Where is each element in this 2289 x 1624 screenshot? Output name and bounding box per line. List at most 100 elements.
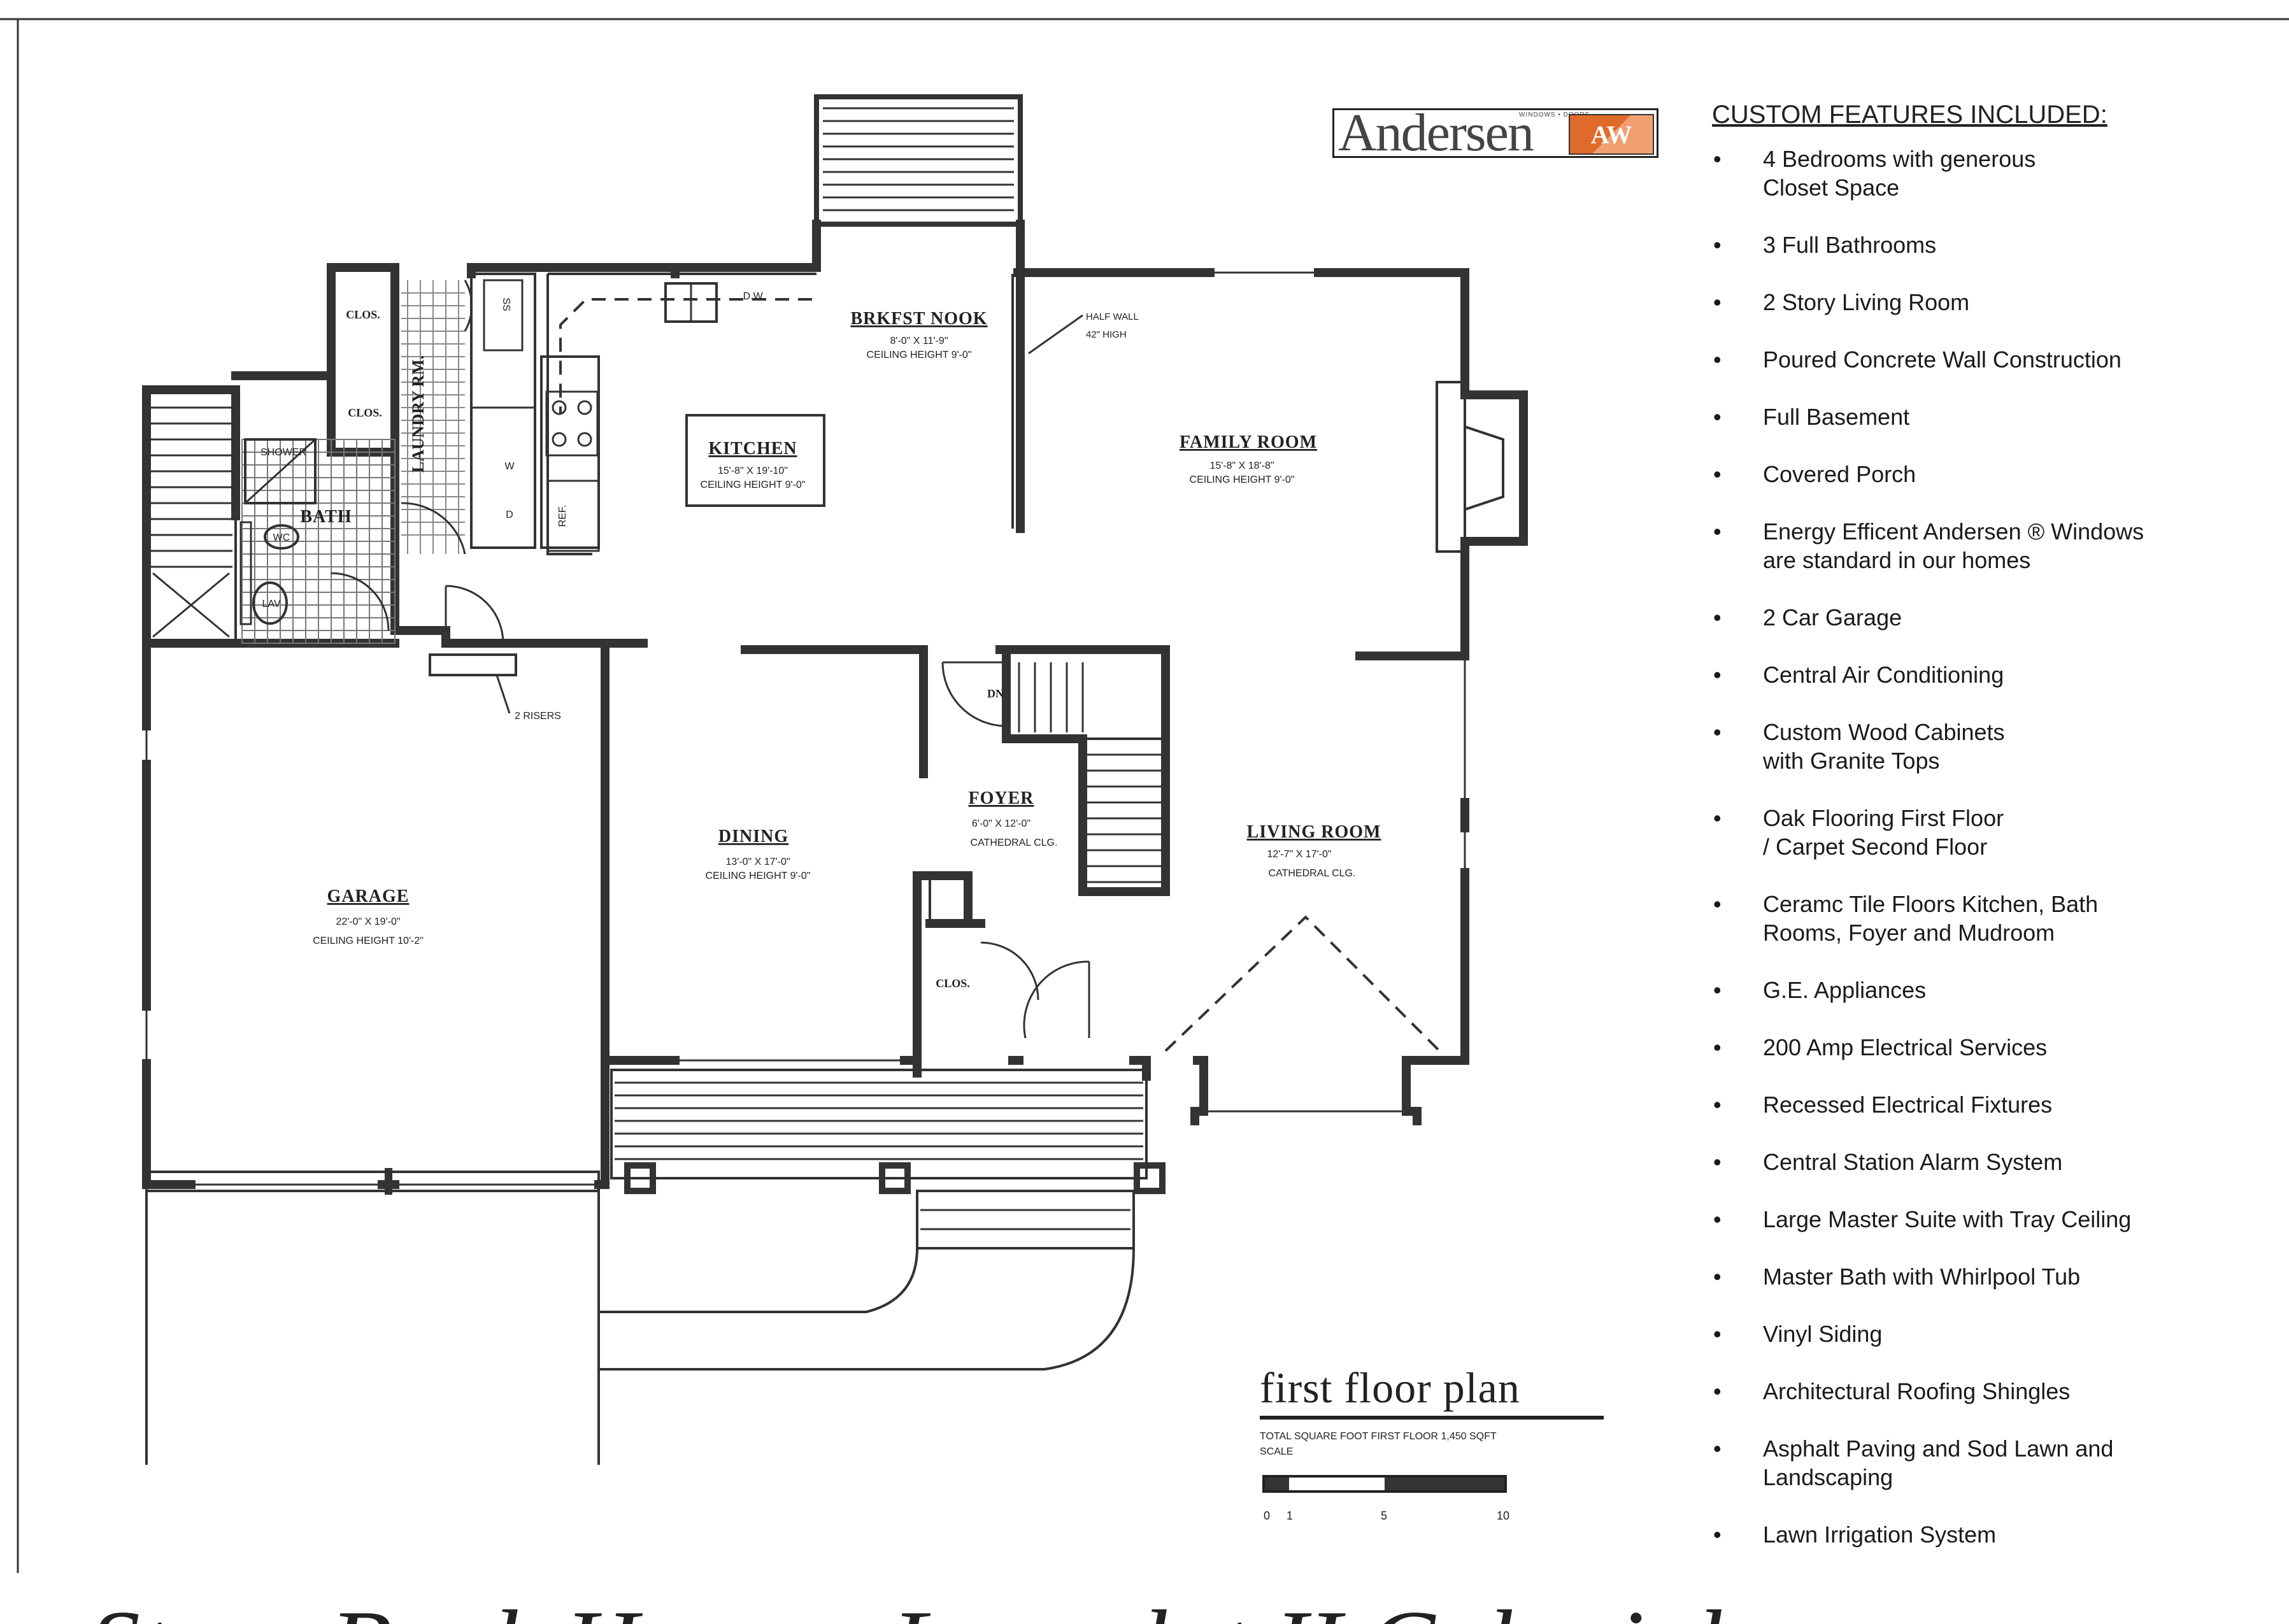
scale-tick: 10 bbox=[1497, 1509, 1510, 1522]
scale-tick: 1 bbox=[1287, 1509, 1294, 1522]
family-dims: 15'-8" X 18'-8" bbox=[1209, 460, 1274, 471]
garage-ceiling: CEILING HEIGHT 10'-2" bbox=[313, 936, 424, 946]
family-ceiling: CEILING HEIGHT 9'-0" bbox=[1190, 474, 1295, 485]
fireplace bbox=[1436, 381, 1504, 553]
feature-item: Full Basement bbox=[1712, 402, 2272, 431]
builder-name: Story Book Homes bbox=[89, 1595, 848, 1624]
room-label-living: LIVING ROOM 12'-7" X 17'-0" CATHEDRAL CL… bbox=[1247, 822, 1381, 879]
risers-leader bbox=[496, 674, 511, 714]
plan-title-block: first floor plan TOTAL SQUARE FOOT FIRST… bbox=[1260, 1363, 1604, 1458]
feature-item: 200 Amp Electrical Services bbox=[1712, 1033, 2272, 1062]
feature-item: Central Station Alarm System bbox=[1712, 1148, 2272, 1176]
scale-seg-3 bbox=[1385, 1478, 1504, 1490]
foyer-name: FOYER bbox=[969, 788, 1034, 808]
brand-name: Andersen bbox=[1338, 103, 1534, 162]
feature-item: G.E. Appliances bbox=[1712, 976, 2272, 1004]
feature-item: Poured Concrete Wall Construction bbox=[1712, 345, 2272, 374]
living-ceiling: CATHEDRAL CLG. bbox=[1269, 868, 1356, 879]
foyer-ceiling: CATHEDRAL CLG. bbox=[971, 837, 1058, 848]
shower-label: SHOWER bbox=[260, 447, 306, 458]
model-name: Lancelot II Colonial bbox=[892, 1595, 1724, 1624]
kitchen-counters bbox=[545, 273, 816, 555]
laundry-fixtures bbox=[470, 273, 600, 549]
refrigerator-label: REF. bbox=[557, 505, 568, 527]
nook-ceiling: CEILING HEIGHT 9'-0" bbox=[867, 350, 972, 360]
feature-item: Master Bath with Whirlpool Tub bbox=[1712, 1262, 2272, 1291]
dishwasher-label: D.W. bbox=[743, 291, 766, 302]
room-label-foyer: FOYER 6'-0" X 12'-0" CATHEDRAL CLG. bbox=[969, 788, 1058, 848]
rear-steps bbox=[814, 94, 1023, 227]
laundry-name: LAUNDRY RM. bbox=[409, 355, 427, 473]
kitchen-dims: 15'-8" X 19'-10" bbox=[718, 466, 788, 476]
scale-label: SCALE bbox=[1260, 1446, 1294, 1457]
feature-item: Lawn Irrigation System bbox=[1712, 1520, 2272, 1549]
closet-label-3: CLOS. bbox=[936, 977, 970, 990]
garage-name: GARAGE bbox=[327, 887, 410, 906]
bath-fixtures bbox=[239, 438, 317, 625]
living-name: LIVING ROOM bbox=[1247, 822, 1381, 842]
wc-label: WC bbox=[273, 532, 290, 543]
windows bbox=[145, 223, 1466, 1186]
dining-ceiling: CEILING HEIGHT 9'-0" bbox=[706, 871, 811, 881]
feature-item: 2 Story Living Room bbox=[1712, 288, 2272, 317]
foyer-dims: 6'-0" X 12'-0" bbox=[972, 818, 1030, 829]
room-label-kitchen: KITCHEN 15'-8" X 19'-10" CEILING HEIGHT … bbox=[701, 439, 806, 490]
brand-tagline: WINDOWS • DOORS bbox=[1519, 111, 1590, 118]
feature-item: Asphalt Paving and Sod Lawn and Landscap… bbox=[1712, 1434, 2272, 1492]
dining-dims: 13'-0" X 17'-0" bbox=[725, 857, 790, 867]
risers-label: 2 RISERS bbox=[515, 711, 561, 722]
sink-label: SS bbox=[501, 297, 511, 311]
features-items: 4 Bedrooms with generous Closet Space 3 … bbox=[1712, 145, 2272, 1549]
lav-label: LAV bbox=[262, 599, 280, 609]
feature-item: Architectural Roofing Shingles bbox=[1712, 1377, 2272, 1406]
room-label-dining: DINING 13'-0" X 17'-0" CEILING HEIGHT 9'… bbox=[706, 827, 811, 881]
closet-label-1: CLOS. bbox=[346, 308, 380, 321]
half-wall-height-label: 42" HIGH bbox=[1086, 329, 1127, 340]
custom-features-list: CUSTOM FEATURES INCLUDED: 4 Bedrooms wit… bbox=[1712, 101, 2272, 1578]
feature-item: Central Air Conditioning bbox=[1712, 660, 2272, 689]
front-porch bbox=[610, 1069, 1166, 1250]
feature-item: Large Master Suite with Tray Ceiling bbox=[1712, 1205, 2272, 1234]
garage-step bbox=[429, 653, 517, 676]
feature-item: 4 Bedrooms with generous Closet Space bbox=[1712, 145, 2272, 202]
half-wall-label: HALF WALL bbox=[1086, 311, 1139, 322]
plan-sqft: TOTAL SQUARE FOOT FIRST FLOOR 1,450 SQFT bbox=[1260, 1431, 1497, 1442]
scale-seg-1 bbox=[1265, 1478, 1289, 1490]
exterior-walls bbox=[142, 220, 1528, 1189]
feature-item: Recessed Electrical Fixtures bbox=[1712, 1090, 2272, 1119]
feature-item: Ceramc Tile Floors Kitchen, Bath Rooms, … bbox=[1712, 890, 2272, 947]
feature-item: Oak Flooring First Floor / Carpet Second… bbox=[1712, 804, 2272, 861]
feature-item: Custom Wood Cabinets with Granite Tops bbox=[1712, 718, 2272, 775]
main-stairs bbox=[1018, 662, 1167, 893]
walkway bbox=[145, 1185, 1135, 1465]
room-label-family: FAMILY ROOM 15'-8" X 18'-8" CEILING HEIG… bbox=[1180, 432, 1317, 485]
features-heading: CUSTOM FEATURES INCLUDED: bbox=[1712, 101, 2107, 129]
closet-label-2: CLOS. bbox=[348, 406, 382, 419]
feature-item: Vinyl Siding bbox=[1712, 1320, 2272, 1348]
nook-name: BRKFST NOOK bbox=[850, 309, 987, 329]
kitchen-name: KITCHEN bbox=[708, 439, 797, 459]
garage-dims: 22'-0" X 19'-0" bbox=[336, 916, 400, 927]
living-dims: 12'-7" X 17'-0" bbox=[1267, 849, 1331, 860]
basement-stairs-left bbox=[145, 388, 237, 646]
family-name: FAMILY ROOM bbox=[1180, 432, 1317, 452]
andersen-logo: Andersen WINDOWS • DOORS AW bbox=[1332, 103, 1658, 162]
bay-window-outline bbox=[1164, 915, 1441, 1052]
kitchen-island bbox=[685, 414, 825, 507]
kitchen-ceiling: CEILING HEIGHT 9'-0" bbox=[701, 480, 806, 490]
feature-item: Energy Efficent Andersen ® Windows are s… bbox=[1712, 517, 2272, 574]
footer-banner: Story Book Homes Lancelot II Colonial bbox=[0, 1568, 2289, 1624]
laundry-tile-grid bbox=[401, 280, 465, 554]
door-swings bbox=[331, 280, 1090, 1039]
scale-bar bbox=[1262, 1475, 1507, 1493]
dryer-label: D bbox=[506, 509, 513, 520]
feature-item: 2 Car Garage bbox=[1712, 603, 2272, 632]
plan-title: first floor plan bbox=[1260, 1363, 1604, 1420]
scale-tick: 0 bbox=[1264, 1509, 1271, 1522]
room-label-nook: BRKFST NOOK 8'-0" X 11'-9" CEILING HEIGH… bbox=[850, 309, 987, 360]
room-label-garage: GARAGE 22'-0" X 19'-0" CEILING HEIGHT 10… bbox=[313, 887, 424, 946]
foyer-closet-top bbox=[929, 874, 969, 925]
feature-item: Covered Porch bbox=[1712, 460, 2272, 488]
scale-tick: 5 bbox=[1381, 1509, 1388, 1522]
